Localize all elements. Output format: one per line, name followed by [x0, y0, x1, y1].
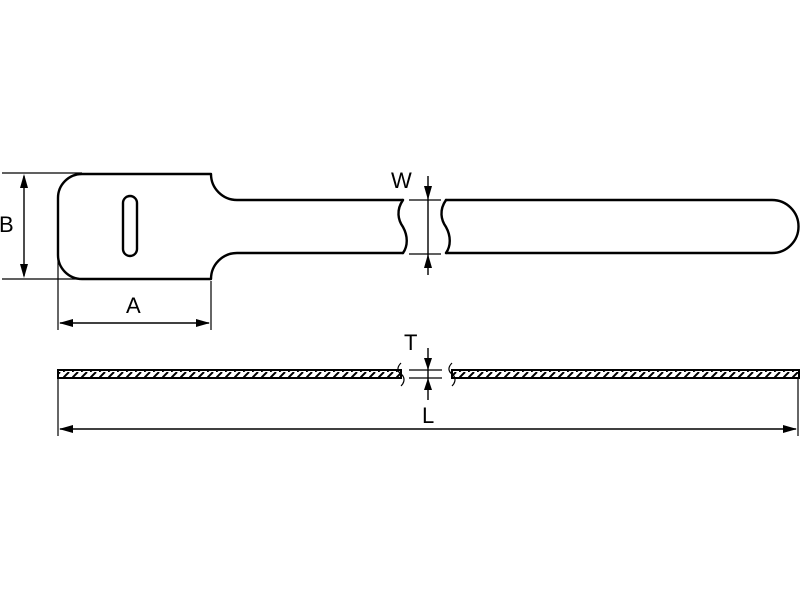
dimension-t: T	[404, 330, 442, 400]
thickness-section-right	[451, 369, 800, 379]
break-line-right	[440, 198, 451, 255]
head-slot	[121, 194, 139, 258]
side-break-right	[448, 362, 456, 387]
top-view	[56, 172, 800, 281]
dimension-a: A	[57, 258, 212, 330]
strap-outline-left	[56, 172, 405, 281]
dimension-w: W	[391, 168, 441, 275]
label-t: T	[404, 330, 417, 355]
label-a: A	[126, 293, 141, 318]
side-view	[57, 362, 800, 387]
dimension-b: B	[0, 172, 82, 280]
dimension-l: L	[57, 378, 799, 436]
label-b: B	[0, 212, 14, 237]
strap-outline-right	[444, 198, 800, 255]
side-break-left	[397, 362, 405, 387]
label-l: L	[422, 403, 434, 428]
thickness-section-left	[57, 369, 402, 379]
label-w: W	[391, 168, 412, 193]
break-line-left	[397, 198, 408, 255]
